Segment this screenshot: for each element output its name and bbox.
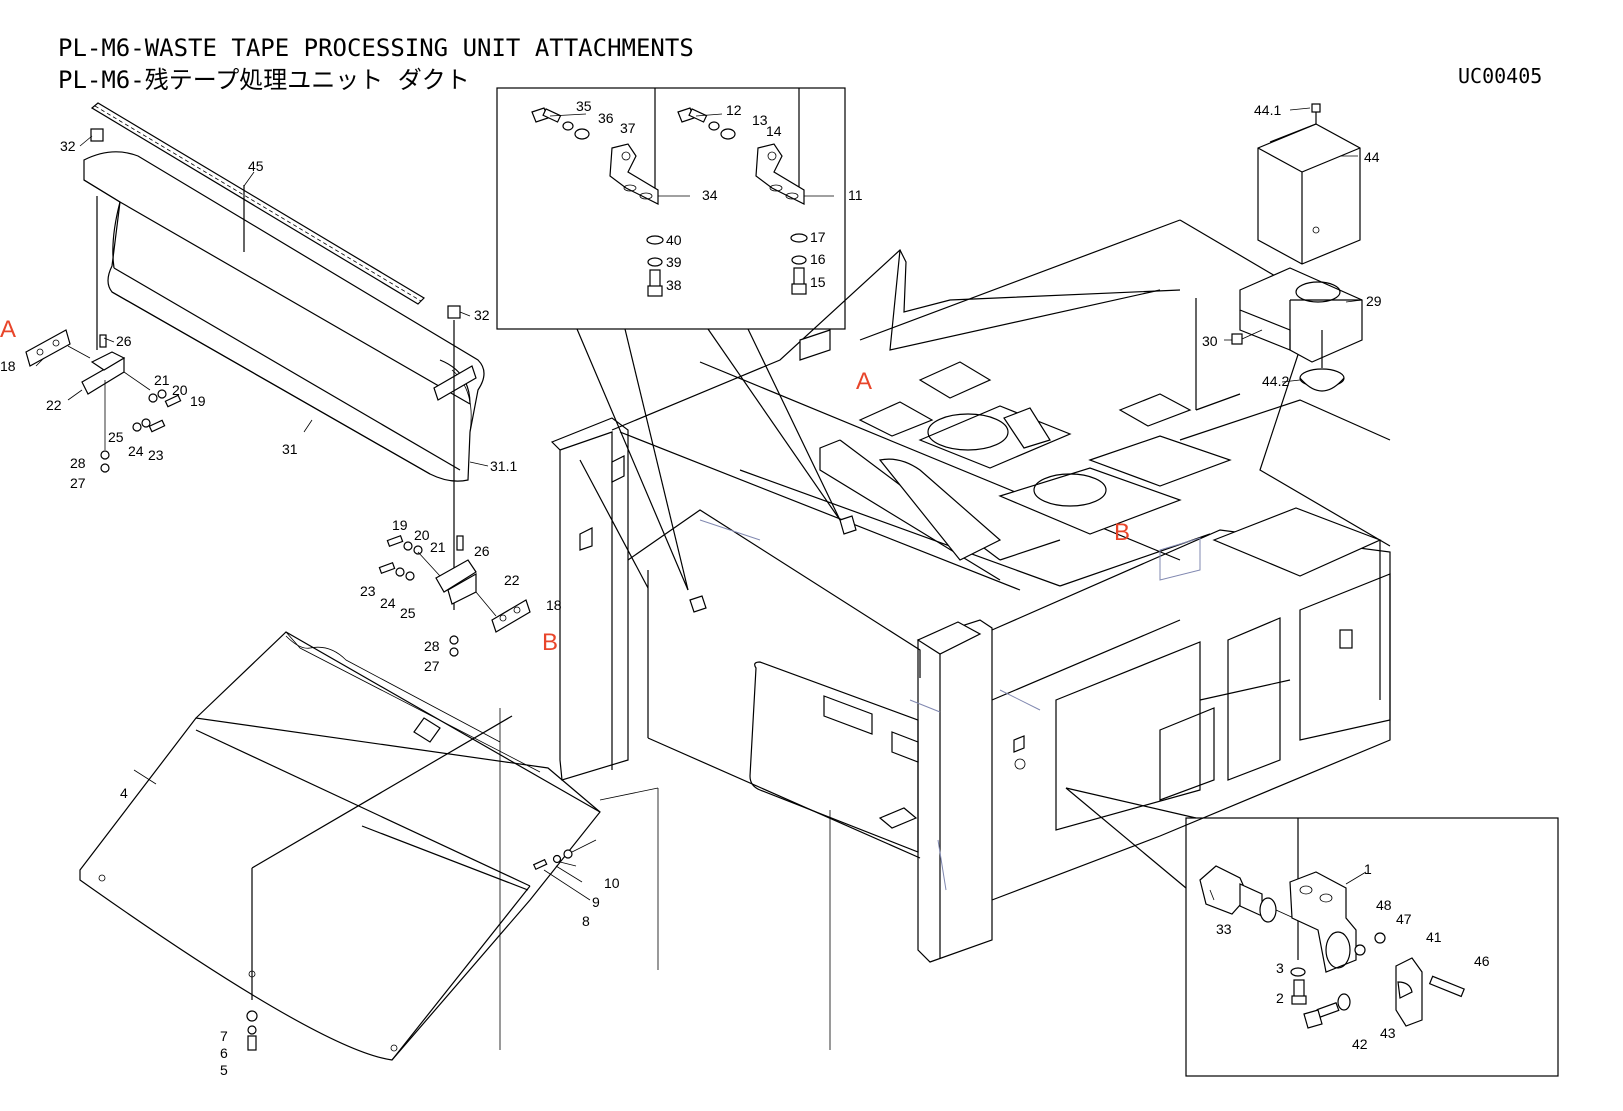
label-19b: 19: [392, 517, 408, 533]
label-41: 41: [1426, 929, 1442, 945]
label-28b: 28: [424, 638, 440, 654]
screw-icon: [448, 306, 460, 318]
duct-cover-31: [84, 152, 484, 481]
label-25b: 25: [400, 605, 416, 621]
label-12: 12: [726, 102, 742, 118]
reference-a-frame: A: [856, 368, 872, 395]
label-27b: 27: [424, 658, 440, 674]
label-26b: 26: [474, 543, 490, 559]
label-22b: 22: [504, 572, 520, 588]
label-6: 6: [220, 1045, 228, 1061]
label-20: 20: [172, 382, 188, 398]
label-29: 29: [1366, 293, 1382, 309]
main-frame: [552, 220, 1390, 962]
reference-b-frame: B: [1114, 519, 1130, 546]
label-44-1: 44.1: [1254, 102, 1281, 118]
label-27: 27: [70, 475, 86, 491]
detail-box-b: [1066, 788, 1558, 1076]
label-32b: 32: [474, 307, 490, 323]
label-4: 4: [120, 785, 128, 801]
label-31-1: 31.1: [490, 458, 517, 474]
label-24b: 24: [380, 595, 396, 611]
label-18b: 18: [546, 597, 562, 613]
label-33: 33: [1216, 921, 1232, 937]
label-40: 40: [666, 232, 682, 248]
label-31: 31: [282, 441, 298, 457]
label-23: 23: [148, 447, 164, 463]
label-17: 17: [810, 229, 826, 245]
label-47: 47: [1396, 911, 1412, 927]
label-24: 24: [128, 443, 144, 459]
label-10: 10: [604, 875, 620, 891]
label-19: 19: [190, 393, 206, 409]
detail-box-a: [497, 88, 845, 590]
label-43: 43: [1380, 1025, 1396, 1041]
label-21: 21: [154, 372, 170, 388]
label-48: 48: [1376, 897, 1392, 913]
label-18: 18: [0, 358, 16, 374]
reference-a-left: A: [0, 316, 16, 343]
reference-b-left: B: [542, 629, 558, 656]
label-14: 14: [766, 123, 782, 139]
label-7: 7: [220, 1028, 228, 1044]
label-25: 25: [108, 429, 124, 445]
label-8: 8: [582, 913, 590, 929]
duct-4: [80, 632, 600, 1060]
label-26: 26: [116, 333, 132, 349]
label-20b: 20: [414, 527, 430, 543]
label-35: 35: [576, 98, 592, 114]
label-16: 16: [810, 251, 826, 267]
label-11: 11: [848, 187, 863, 203]
label-30: 30: [1202, 333, 1218, 349]
label-5: 5: [220, 1062, 228, 1078]
label-21b: 21: [430, 539, 446, 555]
label-28: 28: [70, 455, 86, 471]
label-38: 38: [666, 277, 682, 293]
label-9: 9: [592, 894, 600, 910]
label-37: 37: [620, 120, 636, 136]
label-44-2: 44.2: [1262, 373, 1289, 389]
label-32: 32: [60, 138, 76, 154]
mount-bracket-29: [1240, 268, 1362, 362]
label-36: 36: [598, 110, 614, 126]
label-46: 46: [1474, 953, 1490, 969]
label-42: 42: [1352, 1036, 1368, 1052]
label-3: 3: [1276, 960, 1284, 976]
collection-box-44: [1258, 104, 1360, 264]
label-1: 1: [1364, 861, 1372, 877]
screw-icon: [91, 129, 103, 141]
label-2: 2: [1276, 990, 1284, 1006]
bracket-assembly-right: [379, 536, 530, 656]
label-22: 22: [46, 397, 62, 413]
label-39: 39: [666, 254, 682, 270]
label-23b: 23: [360, 583, 376, 599]
label-15: 15: [810, 274, 826, 290]
label-34: 34: [702, 187, 718, 203]
label-45: 45: [248, 158, 264, 174]
label-44: 44: [1364, 149, 1380, 165]
